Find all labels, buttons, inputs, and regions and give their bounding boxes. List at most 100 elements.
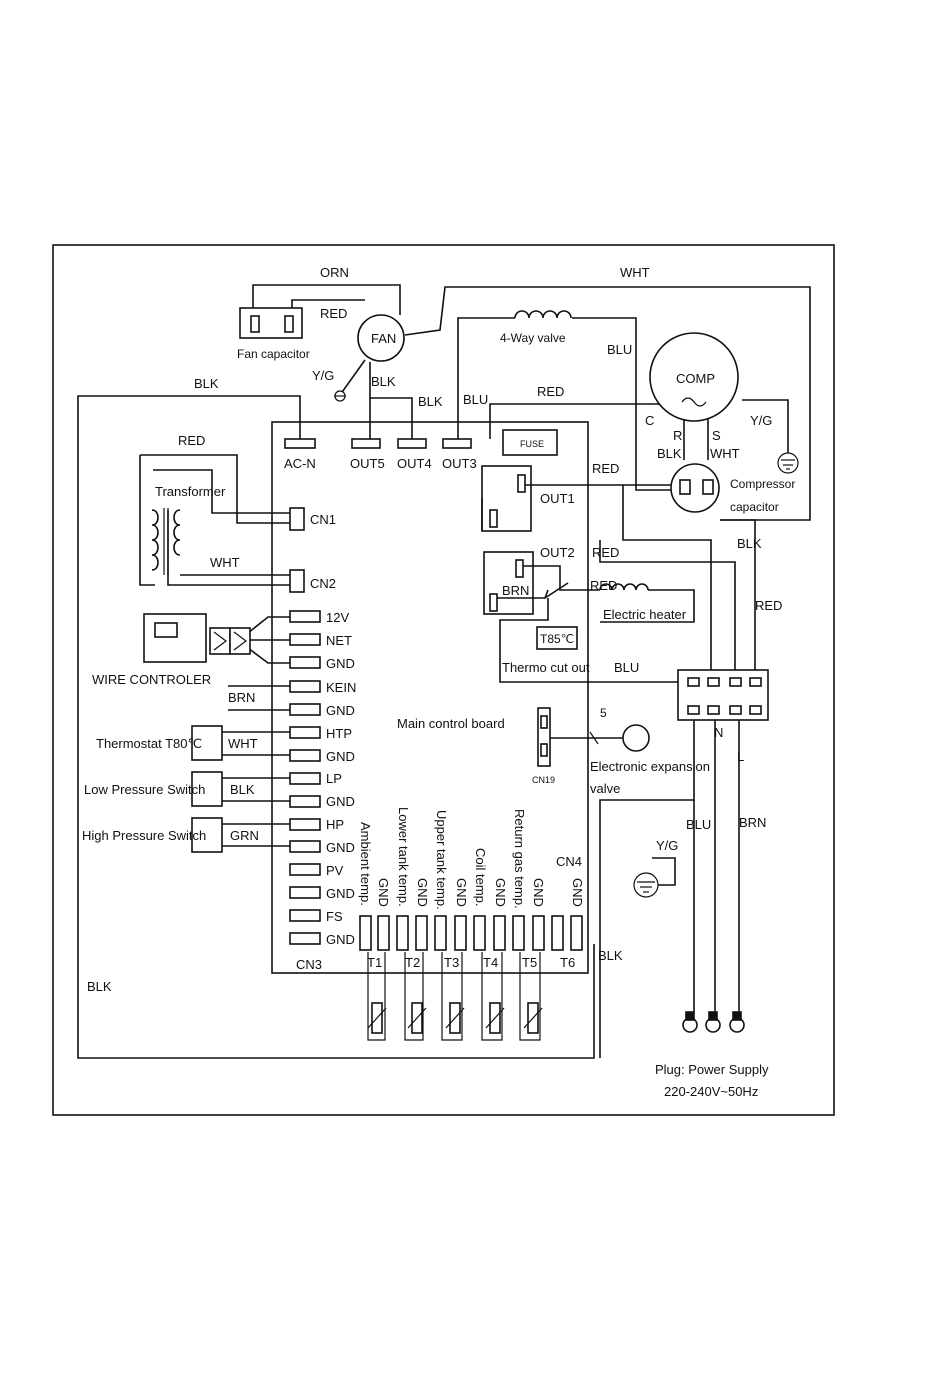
label-r: R: [673, 428, 682, 443]
connector-cn1: [289, 507, 305, 531]
label-n: N: [714, 725, 723, 740]
label-t3: T3: [444, 955, 459, 970]
label-eev-2: valve: [590, 781, 620, 796]
label-pin-12v: 12V: [326, 610, 349, 625]
label-fuse: FUSE: [520, 439, 544, 449]
low-pressure-switch: [191, 771, 223, 807]
label-red-out2: RED: [592, 545, 619, 560]
label-cn2: CN2: [310, 576, 336, 591]
electric-heater-coil-icon: [599, 583, 649, 591]
thermistors: [367, 1002, 543, 1034]
label-t4: T4: [483, 955, 498, 970]
fan-motor: [357, 314, 405, 362]
label-compressor-capacitor: Compressor: [730, 477, 795, 491]
cn3-pin-connectors: [289, 610, 321, 945]
label-fan-capacitor: Fan capacitor: [237, 347, 310, 361]
label-blk-cn4: BLK: [598, 948, 623, 963]
label-eev: Electronic expansion: [590, 759, 710, 774]
label-out1: OUT1: [540, 491, 575, 506]
fan-ground-icon: [334, 390, 346, 402]
label-main-board: Main control board: [397, 716, 505, 731]
label-blu-bottom: BLU: [686, 817, 711, 832]
label-pin-hp: HP: [326, 817, 344, 832]
label-red-right: RED: [755, 598, 782, 613]
label-pin-fs: FS: [326, 909, 343, 924]
four-way-valve-coil-icon: [514, 310, 572, 319]
label-blk-right: BLK: [737, 536, 762, 551]
label-brn-kein: BRN: [228, 690, 255, 705]
fuse-box: [502, 429, 558, 456]
label-orn: ORN: [320, 265, 349, 280]
label-s: S: [712, 428, 721, 443]
label-pin-lp: LP: [326, 771, 342, 786]
wire-controller: [143, 613, 207, 663]
label-out4: OUT4: [397, 456, 432, 471]
main-control-board: [271, 421, 589, 974]
label-cn4: CN4: [556, 854, 582, 869]
labels: ORN WHT RED FAN Fan capacitor Y/G BLK 4-…: [82, 265, 795, 1099]
high-pressure-switch: [191, 817, 223, 853]
label-gnd-t6: GND: [570, 878, 585, 907]
label-coil-temp: Coil temp.: [473, 848, 488, 907]
label-wht-transformer: WHT: [210, 555, 240, 570]
label-high-pressure: High Pressure Switch: [82, 828, 206, 843]
label-upper-tank-temp: Upper tank temp.: [434, 810, 449, 910]
connector-out4: [397, 438, 427, 449]
label-cn1: CN1: [310, 512, 336, 527]
label-t2: T2: [405, 955, 420, 970]
label-yg-fan: Y/G: [312, 368, 334, 383]
label-t5: T5: [522, 955, 537, 970]
label-t1: T1: [367, 955, 382, 970]
label-pin-gnd-4: GND: [326, 794, 355, 809]
label-gnd-t2: GND: [415, 878, 430, 907]
label-plug-voltage: 220-240V~50Hz: [664, 1084, 758, 1099]
label-t6: T6: [560, 955, 575, 970]
plug-terminals-icon: [682, 1011, 745, 1033]
label-cn3: CN3: [296, 957, 322, 972]
label-t85: T85℃: [540, 632, 574, 646]
connector-out5: [351, 438, 381, 449]
label-ac-n: AC-N: [284, 456, 316, 471]
transformer: [151, 508, 181, 575]
label-pin-gnd-5: GND: [326, 840, 355, 855]
label-cn19: CN19: [532, 775, 555, 785]
label-brn-bottom: BRN: [739, 815, 766, 830]
label-blk-bottom-left: BLK: [87, 979, 112, 994]
label-pin-gnd-6: GND: [326, 886, 355, 901]
ground-icon: [633, 872, 659, 898]
label-transformer: Transformer: [155, 484, 226, 499]
label-low-pressure: Low Pressure Switch: [84, 782, 205, 797]
label-ambient-temp: Ambient temp.: [358, 822, 373, 906]
label-wht-htp: WHT: [228, 736, 258, 751]
label-blu-out3: BLU: [463, 392, 488, 407]
label-red-out1-right: RED: [592, 461, 619, 476]
label-out2: OUT2: [540, 545, 575, 560]
label-red-heater: RED: [590, 578, 617, 593]
label-wire-controler: WIRE CONTROLER: [92, 672, 211, 687]
label-blu-4way: BLU: [607, 342, 632, 357]
label-num-5: 5: [600, 706, 607, 720]
label-blk-out5: BLK: [418, 394, 443, 409]
label-plug: Plug: Power Supply: [655, 1062, 769, 1077]
compressor: [649, 332, 739, 422]
label-comp: COMP: [676, 371, 715, 386]
label-gnd-t4: GND: [493, 878, 508, 907]
label-blu-thermo: BLU: [614, 660, 639, 675]
label-4way-valve: 4-Way valve: [500, 331, 566, 345]
label-fan: FAN: [371, 331, 396, 346]
label-gnd-t5: GND: [531, 878, 546, 907]
label-brn-heater: BRN: [502, 583, 529, 598]
power-terminal-block: [677, 669, 769, 721]
label-blk-lp: BLK: [230, 782, 255, 797]
label-blk-fan: BLK: [371, 374, 396, 389]
compressor-capacitor: [670, 463, 720, 513]
label-gnd-t1: GND: [376, 878, 391, 907]
label-pin-net: NET: [326, 633, 352, 648]
label-out3: OUT3: [442, 456, 477, 471]
label-lower-tank-temp: Lower tank temp.: [396, 807, 411, 907]
label-return-gas-temp: Return gas temp.: [512, 809, 527, 909]
label-pin-kein: KEIN: [326, 680, 356, 695]
sensor-wires: [367, 952, 541, 1041]
label-pin-gnd-2: GND: [326, 703, 355, 718]
